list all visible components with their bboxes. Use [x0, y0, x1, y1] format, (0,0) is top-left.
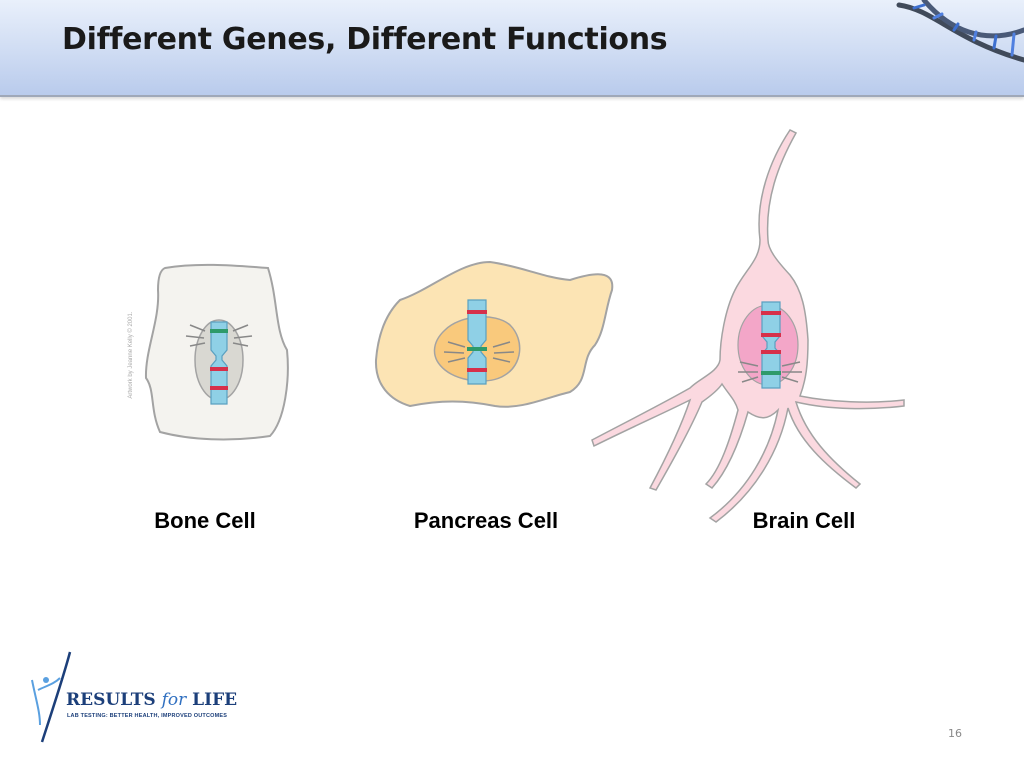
dna-helix-icon: [894, 0, 1024, 95]
logo-wordmark: RESULTS for LIFE: [66, 690, 237, 710]
pancreas-cell-label: Pancreas Cell: [396, 508, 576, 534]
slide-header: Different Genes, Different Functions: [0, 0, 1024, 97]
page-number: 16: [948, 727, 962, 740]
logo-tagline: LAB TESTING: BETTER HEALTH, IMPROVED OUT…: [67, 713, 227, 719]
brain-cell-illustration: [592, 130, 904, 522]
logo-name-part1: RESULTS: [66, 690, 162, 710]
bone-cell-label: Bone Cell: [140, 508, 270, 534]
logo-name-part2: LIFE: [186, 690, 237, 710]
logo-name-for: for: [162, 690, 187, 710]
cells-figure: [0, 100, 1024, 530]
artwork-credit: Artwork by Jeanne Kelly © 2001.: [128, 312, 134, 400]
brain-cell-label: Brain Cell: [738, 508, 870, 534]
artwork-credit-label: Artwork by Jeanne Kelly © 2001.: [128, 312, 134, 399]
slide-title: Different Genes, Different Functions: [62, 22, 667, 57]
pancreas-cell-illustration: [376, 262, 612, 407]
bone-cell-illustration: [146, 265, 288, 440]
